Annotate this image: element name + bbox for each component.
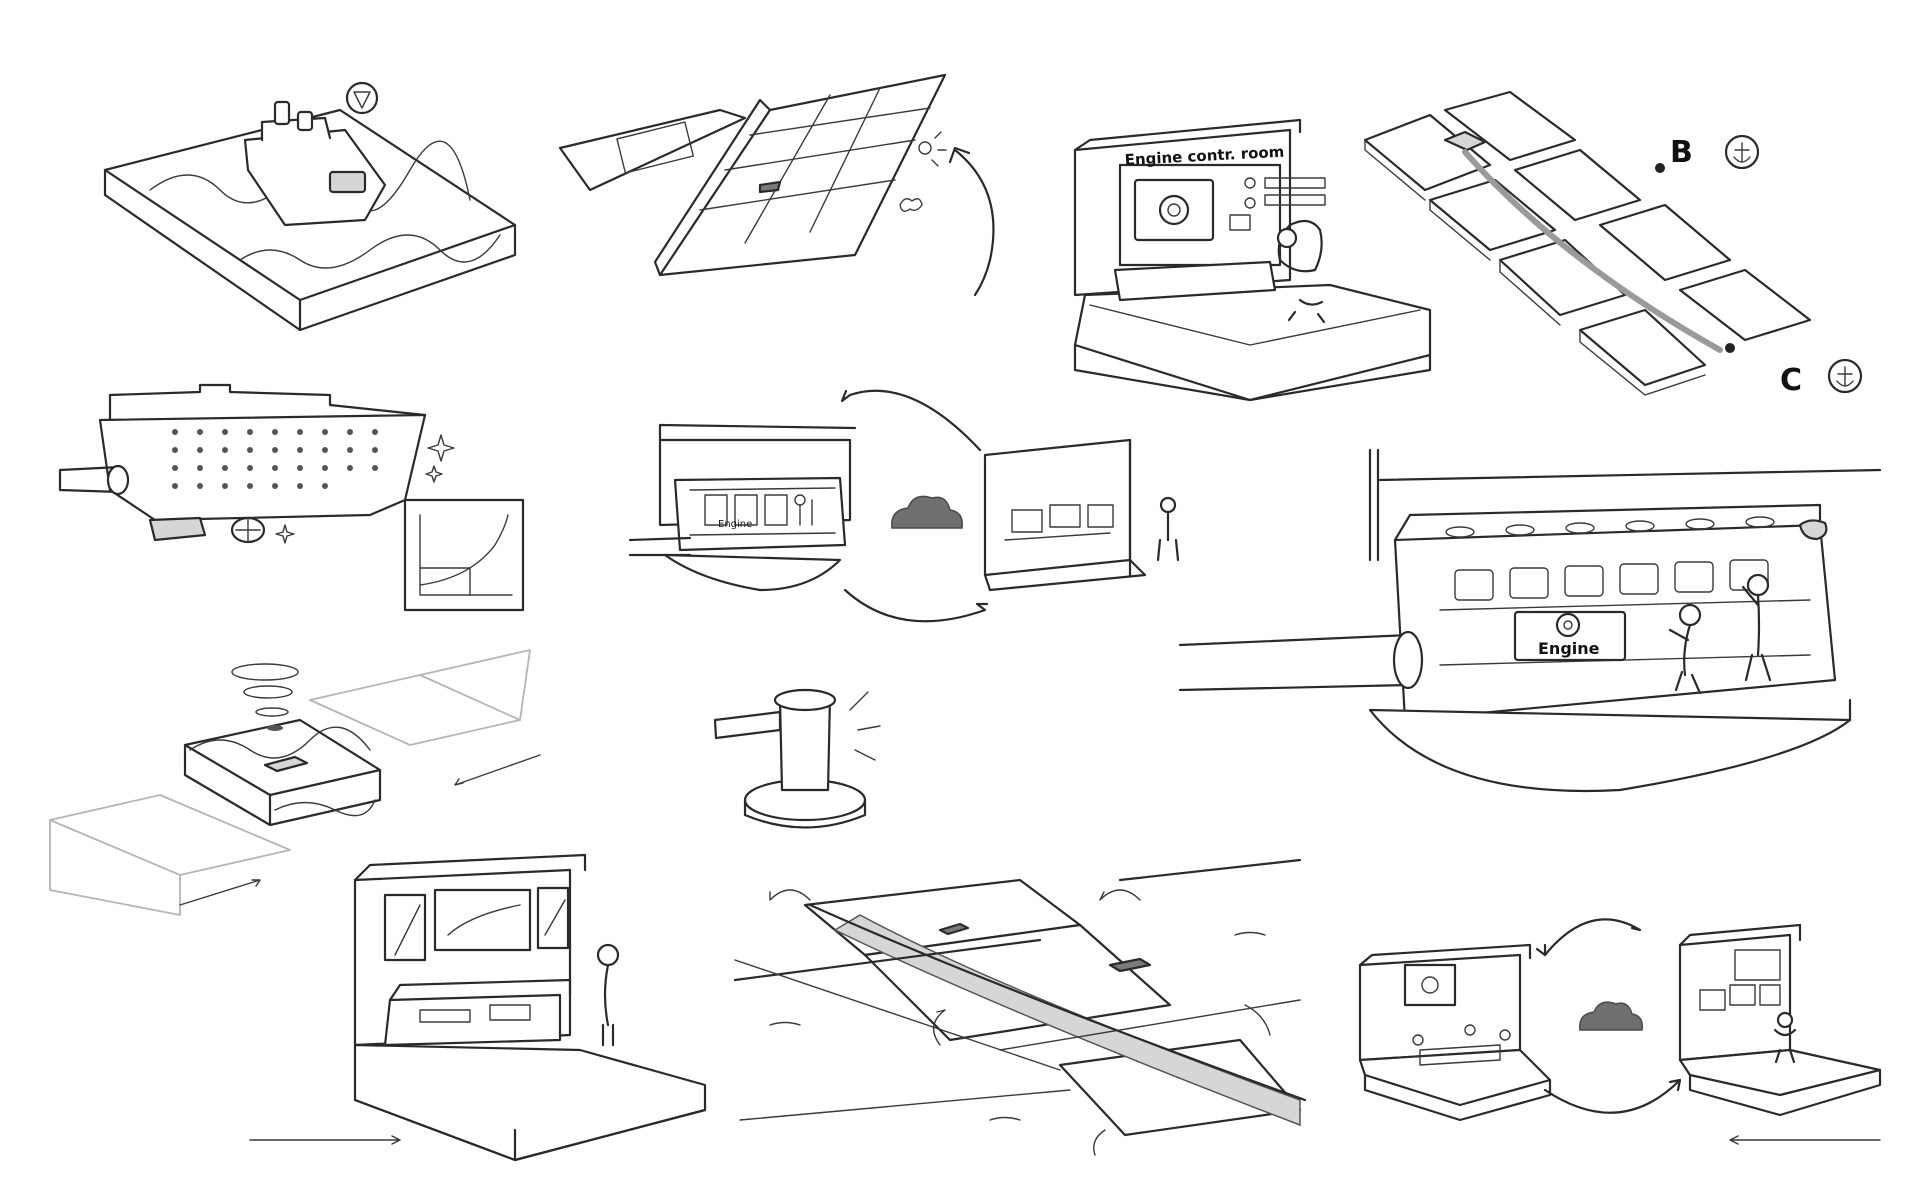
- gear-icon: [1421, 976, 1439, 994]
- chart-table-flip-sketch: [558, 73, 995, 297]
- bridge-console-sketch: [249, 853, 707, 1162]
- gear-icon: [1158, 194, 1190, 226]
- engine-cloud-control-room-sketch: Engine: [628, 389, 1180, 623]
- engine-control-room-sketch: Engine contr. room: [1073, 118, 1432, 402]
- ship-on-sea-tile-sketch: [103, 100, 517, 332]
- route-point-c-label: C: [1780, 363, 1802, 398]
- sparkle-icon: [275, 434, 455, 544]
- engine-small-label: Engine: [718, 519, 752, 530]
- route-tiles-sketch: B C: [1363, 90, 1863, 398]
- cloud-icon: [891, 495, 963, 529]
- anchor-icon: [1827, 358, 1863, 394]
- engine-large-label: Engine: [1538, 639, 1600, 658]
- compass-badge-icon: [345, 81, 379, 115]
- gear-icon: [1555, 612, 1581, 638]
- sea-lane-sonar-sketch: [49, 649, 541, 916]
- meeting-cloud-control-room-sketch: [1358, 918, 1882, 1145]
- ship-hull-with-graph-sketch: [58, 383, 525, 612]
- anchor-icon: [1724, 134, 1760, 170]
- cloud-icon: [1579, 1001, 1644, 1031]
- route-point-b-label: B: [1670, 135, 1693, 170]
- tile-fairway-ships-sketch: [733, 858, 1307, 1156]
- large-engine-room-sketch: Engine: [1178, 448, 1882, 793]
- gavel-sketch: [713, 688, 881, 829]
